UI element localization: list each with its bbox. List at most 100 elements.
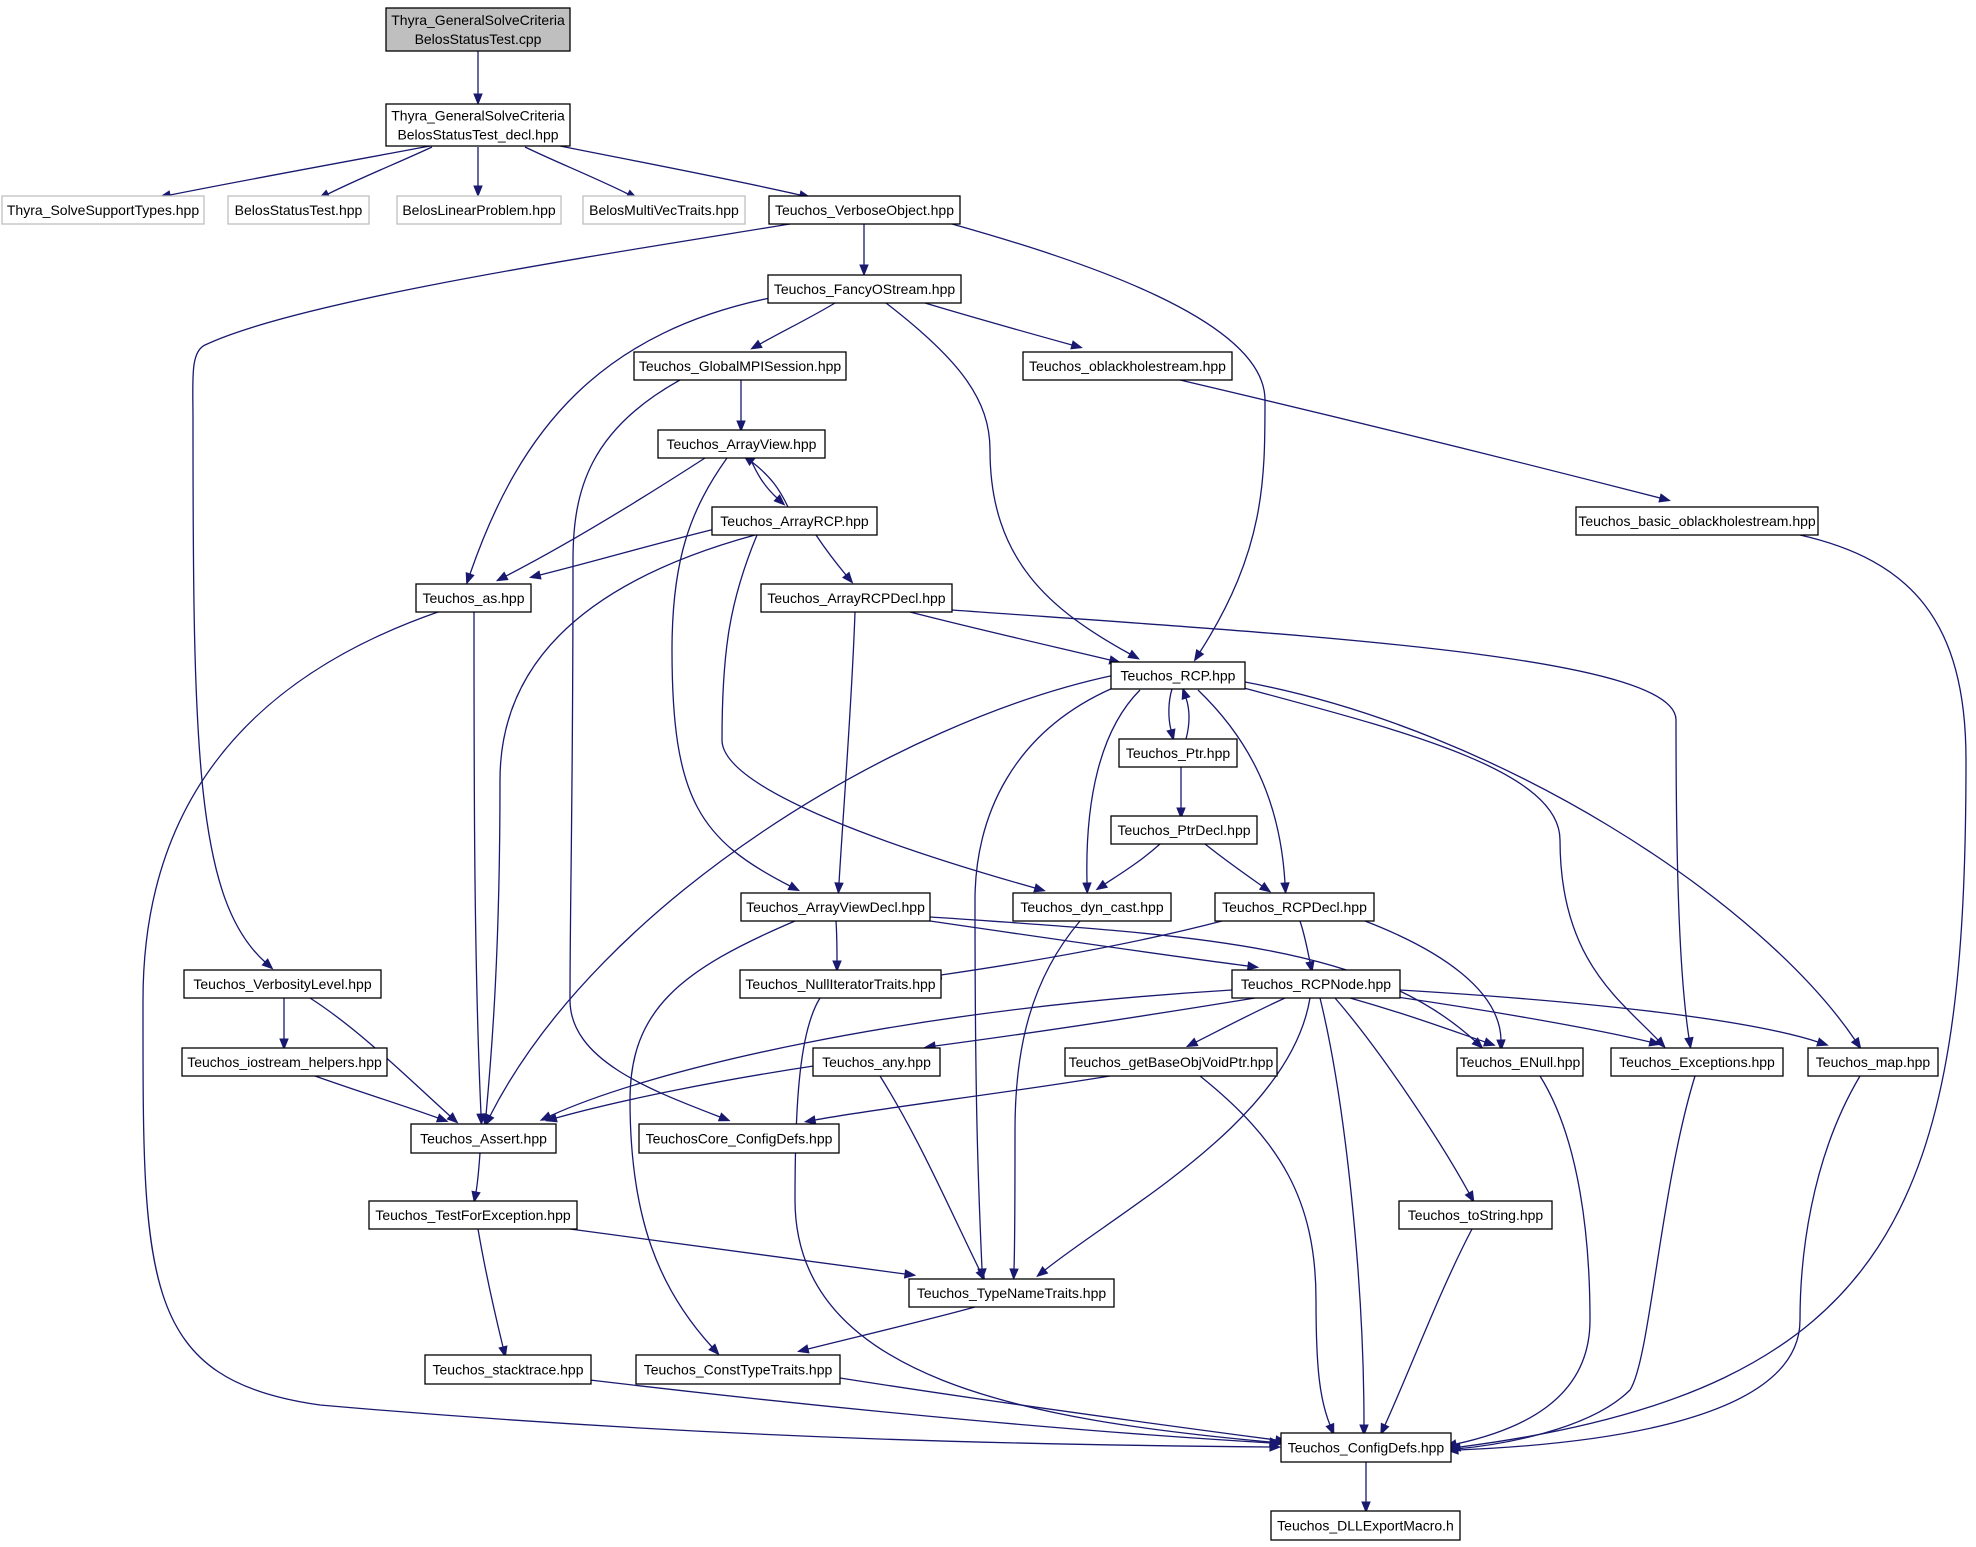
edge-line: [142, 611, 1271, 1448]
edge-line: [473, 611, 482, 1115]
node-label: BelosMultiVecTraits.hpp: [589, 202, 739, 218]
node-label: Teuchos_TypeNameTraits.hpp: [917, 1285, 1107, 1301]
edge-rcp-to-ptr: [1166, 688, 1176, 742]
node-label: Teuchos_toString.hpp: [1408, 1207, 1544, 1223]
arrow-head-icon: [1658, 493, 1671, 503]
node-nulliter[interactable]: Teuchos_NullIteratorTraits.hpp: [739, 969, 942, 999]
node-box: [657, 429, 826, 459]
edge-any-to-typename: [879, 1075, 986, 1282]
edge-rcpdecl-to-rcpnode: [1299, 920, 1315, 974]
node-label: Teuchos_GlobalMPISession.hpp: [639, 358, 842, 374]
arrow-head-icon: [473, 93, 483, 106]
node-dyncast[interactable]: Teuchos_dyn_cast.hpp: [1012, 892, 1172, 922]
edge-as-to-configdefs: [142, 611, 1282, 1452]
node-coreconfig[interactable]: TeuchosCore_ConfigDefs.hpp: [638, 1123, 840, 1154]
node-enull[interactable]: Teuchos_ENull.hpp: [1456, 1047, 1584, 1077]
node-as[interactable]: Teuchos_as.hpp: [415, 583, 532, 613]
arrow-head-icon: [1361, 1501, 1371, 1514]
node-label: Teuchos_RCPNode.hpp: [1241, 976, 1391, 992]
node-box: [396, 195, 562, 225]
node-ptr[interactable]: Teuchos_Ptr.hpp: [1118, 738, 1238, 768]
arrow-head-icon: [446, 1112, 459, 1124]
arrow-head-icon: [975, 1268, 986, 1282]
node-box: [181, 1047, 388, 1077]
node-basicoblack[interactable]: Teuchos_basic_oblackholestream.hpp: [1575, 506, 1819, 536]
node-getbase[interactable]: Teuchos_getBaseObjVoidPtr.hpp: [1064, 1047, 1278, 1077]
arrow-head-icon: [1258, 881, 1272, 893]
edge-getbase-to-configdefs: [1199, 1075, 1335, 1436]
node-map[interactable]: Teuchos_map.hpp: [1807, 1047, 1939, 1077]
node-decl[interactable]: Thyra_GeneralSolveCriteriaBelosStatusTes…: [385, 103, 571, 147]
edges-layer: [142, 51, 1967, 1514]
edge-arrayrcp-to-as: [528, 528, 716, 580]
node-verboseobj[interactable]: Teuchos_VerboseObject.hpp: [768, 195, 961, 225]
edge-line: [1319, 997, 1365, 1426]
edge-line: [1199, 1075, 1331, 1426]
node-label: Teuchos_RCP.hpp: [1121, 668, 1236, 684]
arrow-head-icon: [1850, 1036, 1862, 1050]
arrow-head-icon: [903, 1269, 917, 1279]
edge-line: [569, 1228, 906, 1275]
edge-verboseobj-to-fancy: [859, 223, 869, 277]
node-fancy[interactable]: Teuchos_FancyOStream.hpp: [767, 274, 962, 304]
edge-rcp-to-dyncast: [1082, 689, 1141, 895]
node-box: [633, 351, 847, 381]
arrow-head-icon: [261, 958, 274, 970]
node-any[interactable]: Teuchos_any.hpp: [812, 1047, 941, 1077]
node-rcpdecl[interactable]: Teuchos_RCPDecl.hpp: [1214, 892, 1375, 922]
edge-line: [314, 1075, 439, 1119]
edge-line: [569, 379, 721, 1118]
edge-line: [1384, 1228, 1473, 1426]
node-stacktrace[interactable]: Teuchos_stacktrace.hpp: [424, 1354, 592, 1385]
node-label: BelosStatusTest.hpp: [235, 202, 363, 218]
node-ptrdecl[interactable]: Teuchos_PtrDecl.hpp: [1110, 815, 1258, 845]
edge-rcpnode-to-exceptions: [1389, 995, 1662, 1047]
node-exceptions[interactable]: Teuchos_Exceptions.hpp: [1610, 1047, 1784, 1077]
node-arrayrcpdecl[interactable]: Teuchos_ArrayRCPDecl.hpp: [760, 583, 953, 613]
arrow-head-icon: [796, 1344, 810, 1354]
node-box: [1270, 1510, 1461, 1541]
node-oblack[interactable]: Teuchos_oblackholestream.hpp: [1022, 351, 1233, 381]
node-testforexc[interactable]: Teuchos_TestForException.hpp: [368, 1200, 578, 1230]
edge-line: [549, 989, 1233, 1117]
arrow-head-icon: [1359, 1424, 1369, 1437]
node-configdefs[interactable]: Teuchos_ConfigDefs.hpp: [1280, 1432, 1452, 1463]
node-label: Teuchos_VerbosityLevel.hpp: [193, 976, 371, 992]
node-rcpnode[interactable]: Teuchos_RCPNode.hpp: [1231, 969, 1401, 999]
edge-ptr-to-rcp: [1181, 687, 1191, 740]
node-assert[interactable]: Teuchos_Assert.hpp: [410, 1123, 557, 1154]
edge-fancy-to-rcp: [885, 302, 1140, 660]
node-verbosity[interactable]: Teuchos_VerbosityLevel.hpp: [183, 969, 382, 999]
node-box: [767, 274, 962, 304]
node-typename[interactable]: Teuchos_TypeNameTraits.hpp: [908, 1278, 1115, 1308]
node-box: [711, 506, 878, 536]
edge-line: [475, 1152, 481, 1193]
arrow-head-icon: [1684, 1036, 1694, 1050]
node-box: [1110, 661, 1246, 690]
node-iostream[interactable]: Teuchos_iostream_helpers.hpp: [181, 1047, 388, 1077]
node-root[interactable]: Thyra_GeneralSolveCriteriaBelosStatusTes…: [385, 7, 571, 52]
node-beloslinear: BelosLinearProblem.hpp: [396, 195, 562, 225]
arrow-head-icon: [1471, 1037, 1484, 1049]
arrow-head-icon: [1380, 1422, 1390, 1436]
node-box: [812, 1047, 941, 1077]
node-globalmpi[interactable]: Teuchos_GlobalMPISession.hpp: [633, 351, 847, 381]
node-arrayrcp[interactable]: Teuchos_ArrayRCP.hpp: [711, 506, 878, 536]
edge-line: [1013, 920, 1081, 1270]
node-rcp[interactable]: Teuchos_RCP.hpp: [1110, 661, 1246, 690]
node-arrayview[interactable]: Teuchos_ArrayView.hpp: [657, 429, 826, 459]
node-dllexport[interactable]: Teuchos_DLLExportMacro.h: [1270, 1510, 1461, 1541]
node-label: Teuchos_RCPDecl.hpp: [1222, 899, 1367, 915]
node-label: Teuchos_Assert.hpp: [420, 1131, 547, 1147]
arrow-head-icon: [1033, 883, 1046, 893]
arrow-head-icon: [1654, 1036, 1666, 1049]
node-box: [227, 195, 370, 225]
node-arrayviewdecl[interactable]: Teuchos_ArrayViewDecl.hpp: [740, 892, 931, 922]
node-consttype[interactable]: Teuchos_ConstTypeTraits.hpp: [635, 1354, 841, 1385]
node-label: Teuchos_Ptr.hpp: [1126, 745, 1231, 761]
node-label: Teuchos_iostream_helpers.hpp: [187, 1054, 382, 1070]
edge-testforexc-to-stacktrace: [477, 1228, 508, 1359]
node-tostring[interactable]: Teuchos_toString.hpp: [1398, 1200, 1553, 1230]
arrow-head-icon: [1176, 807, 1186, 820]
edge-decl-to-verboseobj: [559, 145, 812, 200]
